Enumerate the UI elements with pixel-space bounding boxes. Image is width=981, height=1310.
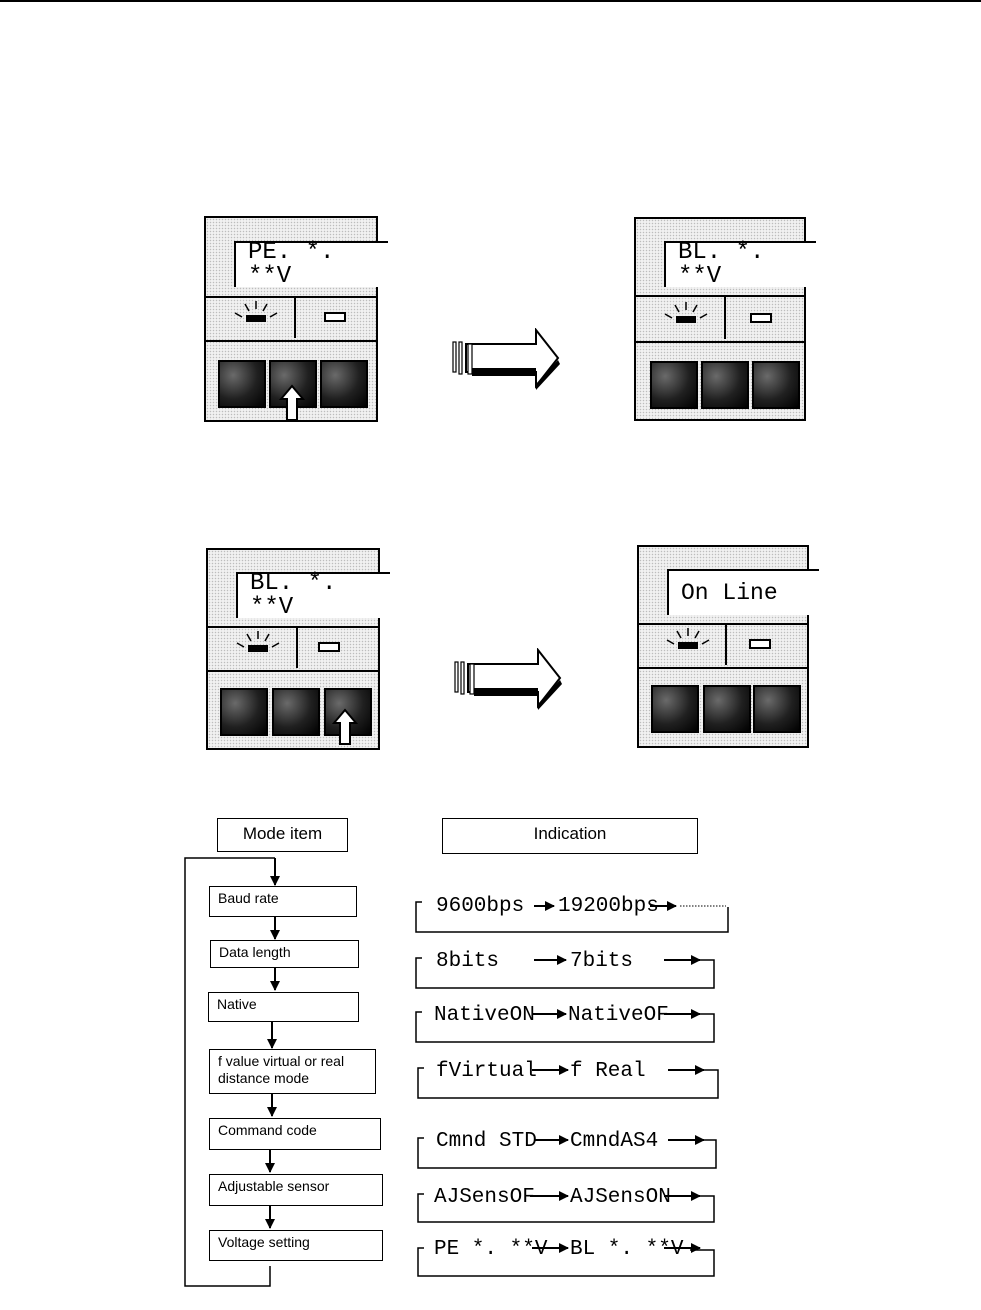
indicator-row [639, 623, 807, 669]
blinking-led-icon [666, 628, 710, 649]
mode-item-voltage-setting: Voltage setting [209, 1230, 383, 1261]
mode-item-baud-rate: Baud rate [209, 886, 357, 917]
display-area: On Line [639, 547, 819, 625]
control-panel-4: On Line [637, 545, 819, 748]
press-up-arrow-icon [279, 384, 305, 421]
blinking-led-icon [664, 302, 708, 323]
lcd-display: BL. *. **V [236, 572, 390, 620]
indication-length-a: 8bits [436, 950, 500, 973]
panel-key-middle[interactable] [701, 361, 749, 409]
panel-key-right[interactable] [320, 360, 368, 408]
indication-voltage-b: BL *. **V [570, 1238, 684, 1261]
indication-native-b: NativeOF [568, 1004, 669, 1027]
display-area: BL. *. **V [636, 219, 816, 297]
indicator-row [636, 295, 804, 343]
page-top-rule [0, 0, 981, 2]
led-off-indicator [749, 639, 771, 649]
led-off-indicator [324, 312, 346, 322]
indicator-row [208, 626, 378, 672]
led-off-indicator [750, 313, 772, 323]
panel-key-left[interactable] [220, 688, 268, 736]
indication-baud-a: 9600bps [436, 895, 525, 918]
lcd-display: PE. *. **V [234, 241, 388, 289]
indication-length-b: 7bits [570, 950, 634, 973]
indication-baud-b: 19200bps [558, 895, 659, 918]
mode-item-f-value: f value virtual or real distance mode [209, 1049, 376, 1094]
lcd-display: On Line [667, 569, 819, 615]
control-panel-3: BL. *. **V [206, 548, 390, 750]
transition-arrow-icon [454, 648, 562, 710]
display-area: PE. *. **V [206, 218, 388, 298]
indication-command-b: CmndAS4 [570, 1130, 659, 1153]
indication-fvalue-b: f Real [570, 1060, 646, 1083]
panel-key-right[interactable] [752, 361, 800, 409]
indicator-row [206, 296, 376, 342]
panel-key-right[interactable] [753, 685, 801, 733]
mode-item-native: Native [208, 992, 359, 1022]
mode-item-header: Mode item [217, 818, 348, 852]
panel-key-left[interactable] [650, 361, 698, 409]
lcd-display: BL. *. **V [664, 241, 816, 289]
indication-header: Indication [442, 818, 698, 854]
indication-sensor-b: AJSensON [570, 1186, 671, 1209]
control-panel-2: BL. *. **V [634, 217, 816, 421]
press-up-arrow-icon [332, 708, 358, 745]
panel-key-middle[interactable] [703, 685, 751, 733]
blinking-led-icon [234, 301, 278, 322]
panel-key-left[interactable] [651, 685, 699, 733]
transition-arrow-icon [452, 328, 560, 390]
mode-item-adjustable-sensor: Adjustable sensor [209, 1174, 383, 1206]
panel-key-middle[interactable] [272, 688, 320, 736]
blinking-led-icon [236, 631, 280, 652]
indication-fvalue-a: fVirtual [436, 1060, 537, 1083]
indication-voltage-a: PE *. **V [434, 1238, 548, 1261]
indication-sensor-a: AJSensOF [434, 1186, 535, 1209]
indication-native-a: NativeON [434, 1004, 535, 1027]
display-area: BL. *. **V [208, 550, 390, 628]
indication-command-a: Cmnd STD [436, 1130, 537, 1153]
control-panel-1: PE. *. **V [204, 216, 388, 422]
panel-key-left[interactable] [218, 360, 266, 408]
mode-item-command-code: Command code [209, 1118, 381, 1150]
led-off-indicator [318, 642, 340, 652]
mode-item-data-length: Data length [210, 940, 359, 968]
